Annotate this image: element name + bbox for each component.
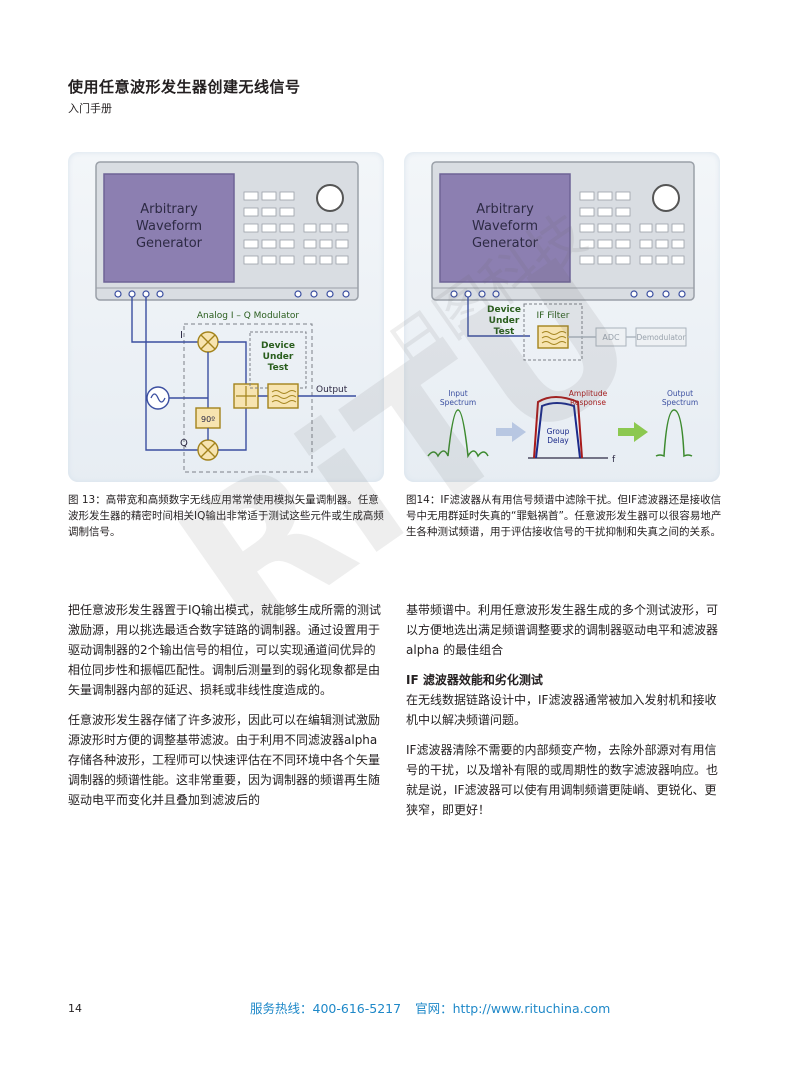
figure-14: Arbitrary Waveform Generator Device Unde… [404, 152, 720, 482]
phase-label: 90º [201, 415, 215, 424]
modulator-label: Analog I – Q Modulator [197, 311, 300, 321]
q-label: Q [180, 438, 188, 449]
output-spectrum-curve [655, 409, 693, 458]
figure-14-diagram: Arbitrary Waveform Generator Device Unde… [427, 161, 698, 465]
adc-label: ADC [602, 333, 620, 342]
amplitude-label-2: Response [570, 398, 606, 407]
instrument-connectors [450, 290, 686, 298]
output-spectrum-label-2: Spectrum [662, 398, 698, 407]
awg-label-line-1: Arbitrary [140, 202, 198, 217]
dut-label-line-3: Test [494, 327, 515, 337]
body-paragraph: 基带频谱中。利用任意波形发生器生成的多个测试波形，可以方便地选出满足频谱调整要求… [406, 603, 719, 657]
figure-13-diagram: Arbitrary Waveform Generator Analog I – … [95, 161, 359, 473]
instrument-keypad [579, 191, 685, 265]
dut-label-line-2: Under [263, 352, 294, 362]
freq-label: f [612, 455, 616, 465]
group-delay-label-1: Group [547, 427, 570, 436]
output-spectrum-label-1: Output [667, 389, 693, 398]
arrow-right-icon [496, 422, 526, 442]
dut-label-line-1: Device [261, 341, 295, 351]
awg-label-line-3: Generator [136, 236, 203, 251]
body-paragraph: 把任意波形发生器置于IQ输出模式，就能够生成所需的测试激励源，用以挑选最适合数字… [68, 603, 381, 697]
footer-hotline: 服务热线：400-616-5217 [250, 1001, 402, 1016]
page-title: 使用任意波形发生器创建无线信号 [68, 78, 301, 96]
section-heading: IF 滤波器效能和劣化测试 [406, 673, 543, 687]
group-delay-curve [535, 402, 581, 459]
dut-label-line-1: Device [487, 305, 521, 315]
figure-13: Arbitrary Waveform Generator Analog I – … [68, 152, 384, 482]
body-paragraph: 在无线数据链路设计中，IF滤波器通常被加入发射机和接收机中以解决频谱问题。 [406, 693, 717, 727]
awg-screen [103, 173, 235, 283]
footer-website[interactable]: 官网：http://www.rituchina.com [415, 1001, 611, 1016]
instrument-knob [652, 184, 680, 212]
dut-label-line-2: Under [489, 316, 520, 326]
i-label: I [180, 330, 183, 341]
input-spectrum-label-2: Spectrum [440, 398, 476, 407]
instrument-connectors [114, 290, 350, 298]
dut-label-line-3: Test [268, 363, 289, 373]
body-column-right: 基带频谱中。利用任意波形发生器生成的多个测试波形，可以方便地选出满足频谱调整要求… [406, 600, 726, 830]
group-delay-label-2: Delay [547, 436, 569, 445]
awg-screen [439, 173, 571, 283]
if-filter-label: IF Filter [537, 311, 570, 321]
figure-14-caption: 图14：IF滤波器从有用信号频谱中滤除干扰。但IF滤波器还是接收信号中无用群延时… [406, 494, 722, 538]
demodulator-label: Demodulator [636, 333, 686, 342]
figure-13-caption: 图 13：高带宽和高频数字无线应用常常使用模拟矢量调制器。任意波形发生器的精密时… [68, 494, 384, 538]
page-number: 14 [68, 1002, 82, 1015]
page-subtitle: 入门手册 [68, 102, 112, 115]
footer-contact: 服务热线：400-616-5217 官网：http://www.rituchina… [250, 998, 624, 1017]
body-paragraph: 任意波形发生器存储了许多波形，因此可以在编辑测试激励源波形时方便的调整基带滤波。… [68, 713, 381, 807]
body-paragraph: IF滤波器清除不需要的内部频变产物，去除外部源对有用信号的干扰，以及增补有限的或… [406, 743, 719, 817]
awg-label-line-2: Waveform [472, 219, 538, 234]
arrow-right-icon [618, 422, 648, 442]
amplitude-response-curve [533, 396, 583, 459]
awg-label-line-3: Generator [472, 236, 539, 251]
input-spectrum-curve [427, 409, 489, 459]
instrument-knob [316, 184, 344, 212]
demodulator-block [635, 327, 687, 347]
if-filter-box [523, 303, 583, 361]
amplitude-label-1: Amplitude [569, 389, 608, 398]
body-column-left: 把任意波形发生器置于IQ输出模式，就能够生成所需的测试激励源，用以挑选最适合数字… [68, 600, 386, 820]
output-label: Output [316, 385, 348, 395]
awg-label-line-2: Waveform [136, 219, 202, 234]
awg-label-line-1: Arbitrary [476, 202, 534, 217]
instrument-keypad [243, 191, 349, 265]
input-spectrum-label-1: Input [448, 389, 467, 398]
